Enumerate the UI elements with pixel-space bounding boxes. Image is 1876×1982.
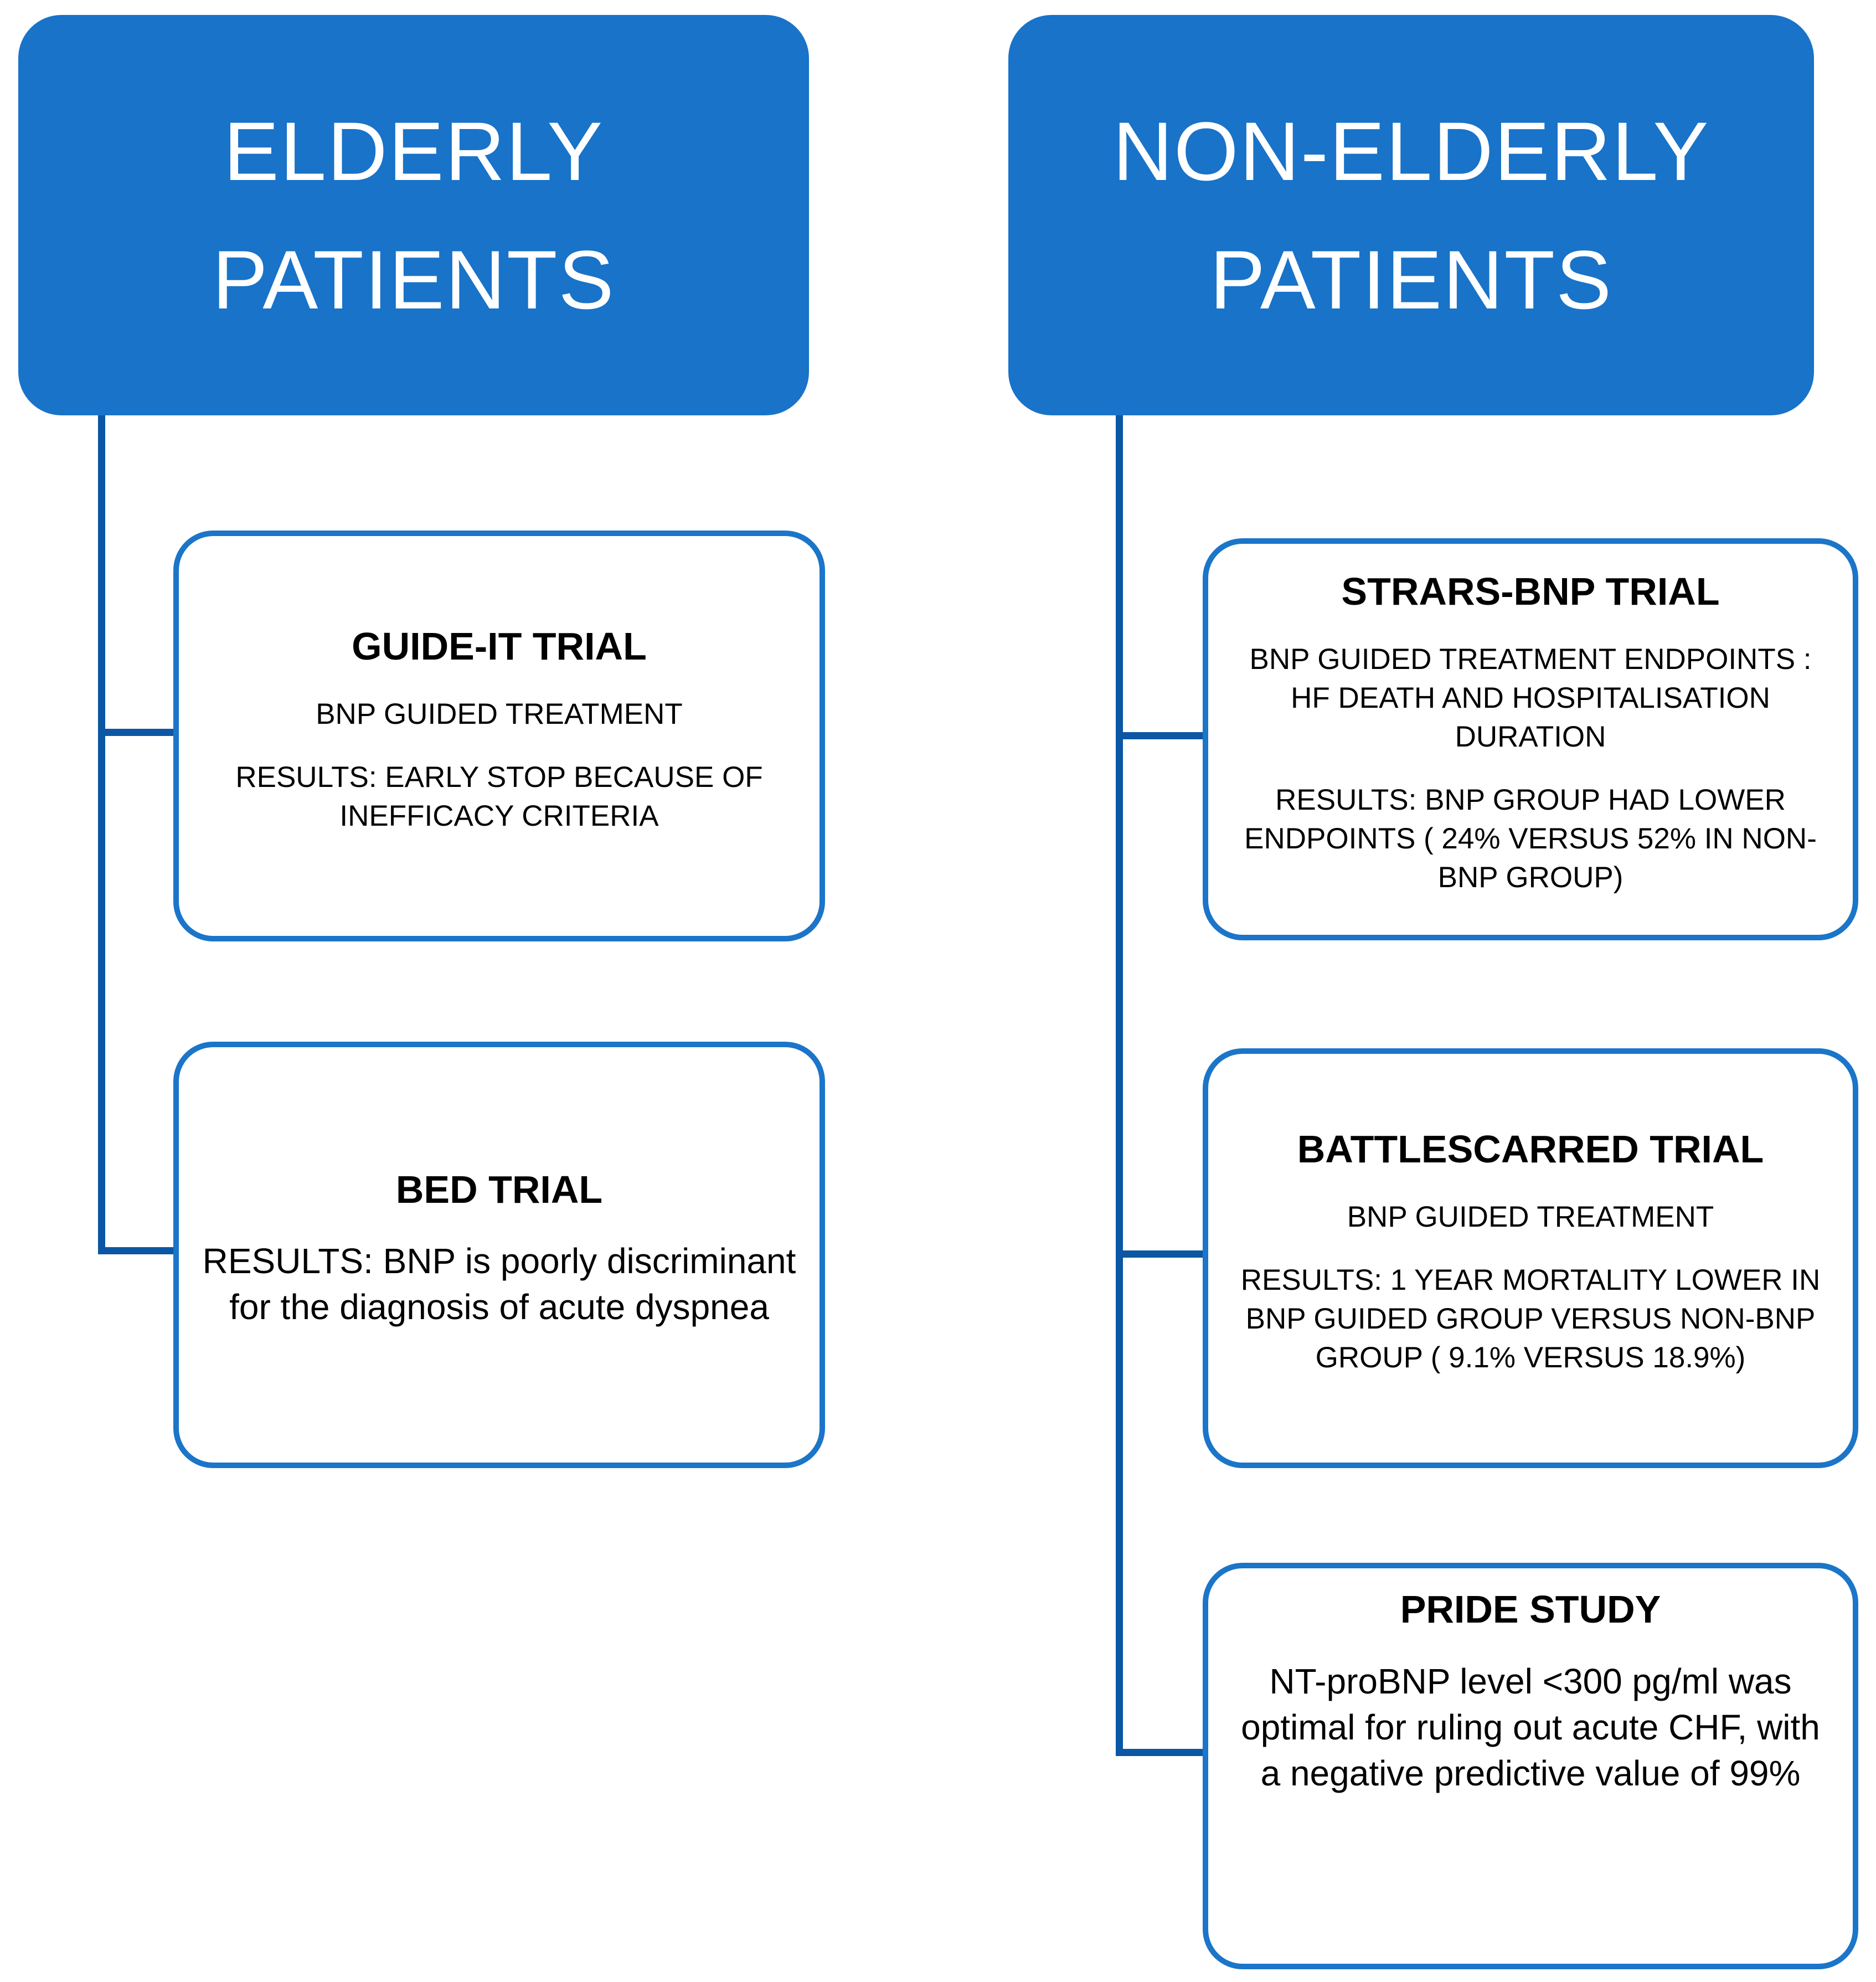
node-title: PRIDE STUDY — [1400, 1588, 1661, 1631]
header-non-elderly-patients: NON-ELDERLY PATIENTS — [1008, 15, 1814, 415]
connector-pride-branch-line — [1116, 1749, 1205, 1756]
node-text-line: NT-proBNP level <300 pg/ml was optimal f… — [1241, 1661, 1820, 1793]
node-title: BED TRIAL — [395, 1167, 603, 1211]
node-text-line: RESULTS: 1 YEAR MORTALITY LOWER IN BNP G… — [1240, 1264, 1821, 1374]
node-battlescarred-trial: BATTLESCARRED TRIAL BNP GUIDED TREATMENT… — [1203, 1048, 1858, 1468]
header-line: PATIENTS — [212, 233, 615, 326]
header-line: ELDERLY — [223, 104, 604, 198]
connector-strars-branch-line — [1116, 732, 1205, 739]
node-strars-bnp-trial: STRARS-BNP TRIAL BNP GUIDED TREATMENT EN… — [1203, 538, 1858, 940]
connector-guide-it-branch-line — [98, 729, 176, 736]
node-text-line: RESULTS: EARLY STOP BECAUSE OF INEFFICAC… — [235, 761, 763, 833]
node-text-line: BNP GUIDED TREATMENT — [316, 698, 683, 731]
connector-bed-branch-line — [98, 1247, 176, 1254]
node-title: GUIDE-IT TRIAL — [352, 624, 647, 668]
header-line: NON-ELDERLY — [1112, 104, 1710, 198]
node-title: STRARS-BNP TRIAL — [1341, 569, 1720, 613]
header-line: PATIENTS — [1209, 233, 1613, 326]
node-text-line: RESULTS: BNP GROUP HAD LOWER ENDPOINTS (… — [1244, 784, 1817, 894]
connector-battlescarred-branch-line — [1116, 1250, 1205, 1258]
node-text-line: RESULTS: BNP is poorly discriminant for … — [202, 1241, 796, 1327]
header-elderly-patients: ELDERLY PATIENTS — [18, 15, 809, 415]
connector-left-vertical-line — [98, 415, 105, 1254]
node-pride-study: PRIDE STUDY NT-proBNP level <300 pg/ml w… — [1203, 1563, 1858, 1969]
node-text-line: BNP GUIDED TREATMENT — [1347, 1201, 1714, 1234]
node-guide-it-trial: GUIDE-IT TRIAL BNP GUIDED TREATMENT RESU… — [173, 531, 825, 941]
connector-right-vertical-line — [1116, 415, 1123, 1756]
node-bed-trial: BED TRIAL RESULTS: BNP is poorly discrim… — [173, 1042, 825, 1468]
node-text-line: BNP GUIDED TREATMENT ENDPOINTS : HF DEAT… — [1249, 643, 1812, 754]
node-title: BATTLESCARRED TRIAL — [1297, 1127, 1764, 1171]
